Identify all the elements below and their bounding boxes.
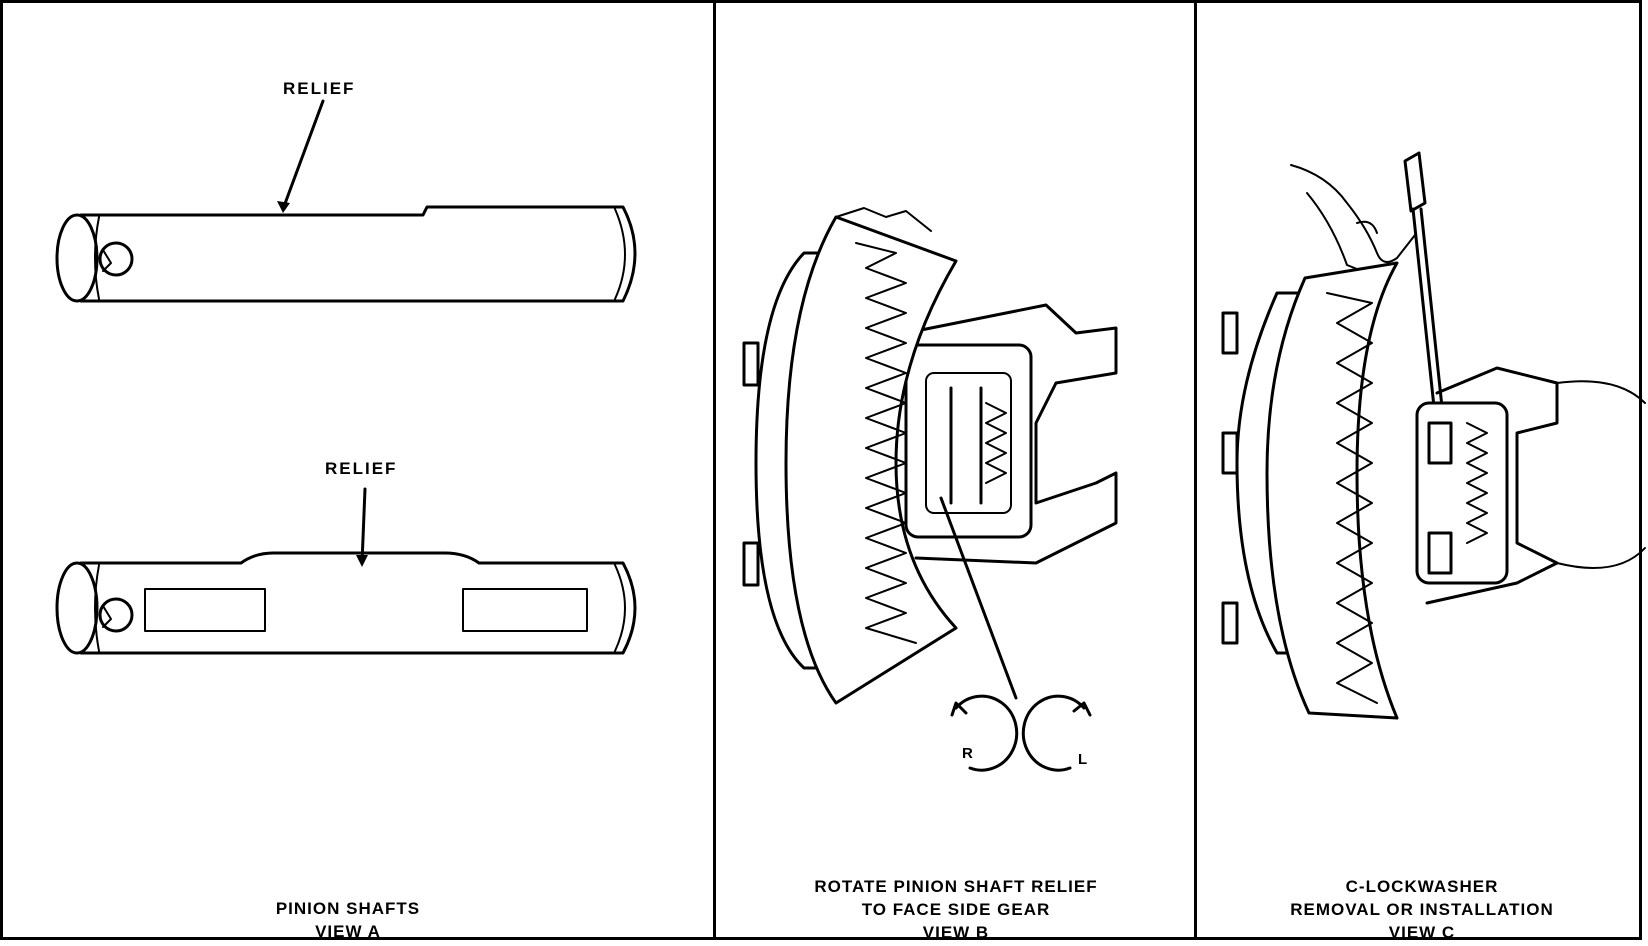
rotate-r-label: R — [962, 745, 973, 762]
relief-label-lower: RELIEF — [325, 459, 398, 478]
c-lockwasher-drawing — [1221, 151, 1646, 720]
hand-illustration — [1290, 164, 1416, 274]
panel-view-b: R L ROTATE PINION SHAFT RELIEF TO FACE S… — [713, 0, 1197, 942]
differential-case — [1415, 366, 1559, 605]
rotate-l-arrow-icon — [1021, 694, 1092, 772]
pinion-relief-leader — [939, 496, 1018, 700]
pinion-shaft-upper — [55, 99, 637, 303]
caption-view-id: VIEW C — [1388, 923, 1456, 942]
pinion-shaft-lower — [55, 487, 637, 655]
ring-gear — [742, 207, 958, 705]
panel-view-c: C-LOCKWASHER REMOVAL OR INSTALLATION VIE… — [1194, 0, 1646, 942]
caption-title-line2: REMOVAL OR INSTALLATION — [1290, 900, 1554, 919]
caption-title-line1: C-LOCKWASHER — [1345, 877, 1499, 896]
differential-case — [904, 303, 1118, 565]
rotate-r-arrow-icon — [950, 694, 1019, 772]
caption-view-a: PINION SHAFTS VIEW A — [203, 897, 493, 943]
relief-label-upper: RELIEF — [283, 79, 356, 98]
caption-view-c: C-LOCKWASHER REMOVAL OR INSTALLATION VIE… — [1207, 875, 1637, 944]
panel-view-a: RELIEF RELIEF PINION SHAFTS VIEW A — [0, 0, 716, 943]
caption-view-id: VIEW A — [315, 922, 381, 941]
caption-view-id: VIEW B — [922, 923, 990, 942]
pinion-shafts-drawing — [55, 99, 637, 655]
relief-arrow-lower — [360, 487, 367, 565]
rotate-l-label: L — [1078, 751, 1088, 768]
caption-title-line1: ROTATE PINION SHAFT RELIEF — [814, 877, 1098, 896]
caption-title-line2: TO FACE SIDE GEAR — [861, 900, 1051, 919]
relief-arrow-upper — [281, 99, 325, 211]
differential-rotate-drawing — [742, 207, 1118, 772]
caption-view-b: ROTATE PINION SHAFT RELIEF TO FACE SIDE … — [736, 875, 1176, 944]
ring-gear — [1221, 261, 1399, 720]
caption-title: PINION SHAFTS — [275, 899, 421, 918]
